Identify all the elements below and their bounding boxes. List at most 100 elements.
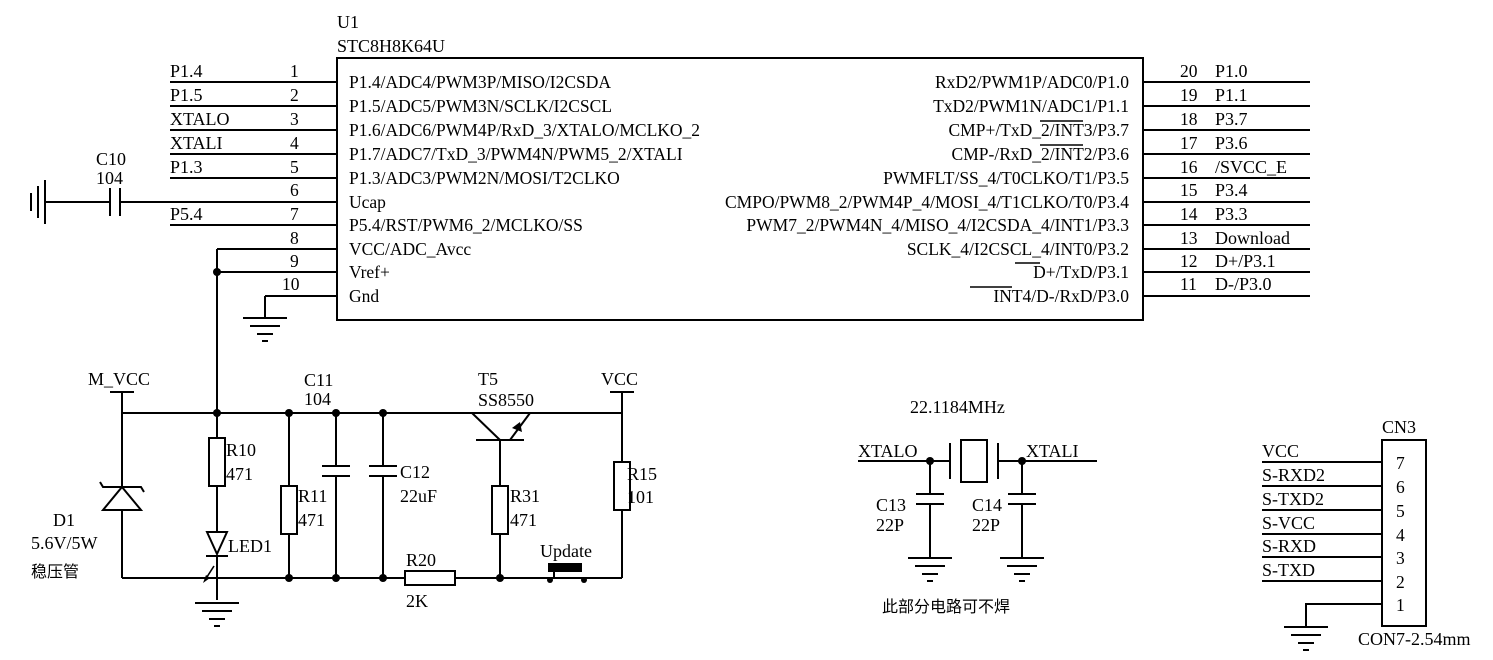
pin-number: 17 — [1180, 133, 1198, 153]
pin-number: 11 — [1180, 274, 1197, 294]
pin-function: CMP-/RxD_2/INT2/P3.6 — [952, 144, 1130, 164]
net-label-download: Download — [1215, 228, 1290, 248]
led1-ref: LED1 — [228, 536, 272, 556]
c13-capacitor — [916, 461, 944, 558]
pin-number: 2 — [290, 85, 299, 105]
pin-function: Gnd — [349, 286, 379, 306]
t5-part: SS8550 — [478, 390, 534, 410]
pin-function: TxD2/PWM1N/ADC1/P1.1 — [933, 96, 1129, 116]
pin-number: 6 — [1396, 477, 1405, 497]
crystal-net-xtali: XTALI — [1026, 441, 1079, 461]
c10-value: 104 — [96, 168, 123, 188]
net-label-p11: P1.1 — [1215, 85, 1248, 105]
u1-right-pin-numbers: 20 19 18 17 16 15 14 13 12 11 — [1180, 61, 1198, 294]
r10-resistor — [208, 413, 226, 532]
pin-number: 18 — [1180, 109, 1198, 129]
c14-ref: C14 — [972, 495, 1002, 515]
u1-part: STC8H8K64U — [337, 36, 445, 56]
ground-symbol — [243, 296, 287, 342]
cn3-part: CON7-2.54mm — [1358, 629, 1471, 649]
u1-left-pin-functions: P1.4/ADC4/PWM3P/MISO/I2CSDA P1.5/ADC5/PW… — [349, 72, 700, 306]
net-label-svcc-e: /SVCC_E — [1215, 157, 1287, 177]
net-label-p33: P3.3 — [1215, 204, 1248, 224]
net-label-s-txd2: S-TXD2 — [1262, 489, 1324, 509]
mvcc-power-symbol — [110, 391, 134, 413]
r15-value: 101 — [627, 487, 654, 507]
crystal-y1 — [858, 439, 1097, 483]
active-low-overbars — [970, 120, 1083, 288]
pin-number: 16 — [1180, 157, 1198, 177]
c13-value: 22P — [876, 515, 904, 535]
pin-number: 8 — [290, 228, 299, 248]
d1-ref: D1 — [53, 510, 75, 530]
r10-ref: R10 — [226, 440, 256, 460]
u1-right-pin-wires — [1143, 81, 1310, 297]
ground-symbol — [30, 180, 46, 224]
ground-symbol — [1284, 626, 1328, 651]
u1-ref: U1 — [337, 12, 359, 32]
pin-number: 9 — [290, 251, 299, 271]
pin-number: 20 — [1180, 61, 1198, 81]
pin-number: 4 — [1396, 525, 1405, 545]
r11-resistor — [280, 413, 298, 578]
c10-ref: C10 — [96, 149, 126, 169]
crystal-note: 此部分电路可不焊 — [882, 597, 1010, 616]
pin-function: P1.3/ADC3/PWM2N/MOSI/T2CLKO — [349, 168, 620, 188]
update-switch[interactable] — [547, 563, 622, 583]
d1-zener-diode — [99, 413, 145, 578]
pin-number: 19 — [1180, 85, 1198, 105]
net-label-p10: P1.0 — [1215, 61, 1248, 81]
junction-dot — [213, 268, 221, 276]
r15-ref: R15 — [627, 464, 657, 484]
t5-ref: T5 — [478, 369, 498, 389]
u1-left-pin-numbers: 1 2 3 4 5 6 7 8 9 10 — [282, 61, 300, 294]
pin-function: P1.7/ADC7/TxD_3/PWM4N/PWM5_2/XTALI — [349, 144, 683, 164]
net-label-s-rxd2: S-RXD2 — [1262, 465, 1325, 485]
c13-ref: C13 — [876, 495, 906, 515]
r20-value: 2K — [406, 591, 428, 611]
mvcc-label: M_VCC — [88, 369, 150, 389]
led1-diode — [203, 531, 229, 600]
update-switch-label: Update — [540, 541, 592, 561]
pin-number: 13 — [1180, 228, 1198, 248]
u1-body — [336, 57, 1144, 321]
c12-value: 22uF — [400, 486, 437, 506]
crystal-net-xtalo: XTALO — [858, 441, 918, 461]
pin-number: 14 — [1180, 204, 1198, 224]
pin-number: 3 — [290, 109, 299, 129]
c10-capacitor — [45, 188, 121, 216]
pin-function: INT4/D-/RxD/P3.0 — [993, 286, 1129, 306]
net-label-p54: P5.4 — [170, 204, 203, 224]
pin-number: 2 — [1396, 572, 1405, 592]
pin-number: 5 — [290, 157, 299, 177]
r11-value: 471 — [298, 510, 325, 530]
pin-number: 1 — [1396, 595, 1405, 615]
r20-resistor — [404, 570, 548, 586]
r10-value: 471 — [226, 464, 253, 484]
r31-ref: R31 — [510, 486, 540, 506]
r31-resistor — [491, 485, 509, 578]
u1-right-net-labels: P1.0 P1.1 P3.7 P3.6 /SVCC_E P3.4 P3.3 Do… — [1215, 61, 1290, 294]
crystal-frequency: 22.1184MHz — [910, 397, 1005, 417]
net-label-p37: P3.7 — [1215, 109, 1248, 129]
net-label-p15: P1.5 — [170, 85, 203, 105]
pin-number: 5 — [1396, 501, 1405, 521]
net-label-s-rxd: S-RXD — [1262, 536, 1316, 556]
net-label-xtalo: XTALO — [170, 109, 230, 129]
c11-ref: C11 — [304, 370, 333, 390]
pin-function: Ucap — [349, 192, 386, 212]
pin-number: 10 — [282, 274, 300, 294]
pin-number: 1 — [290, 61, 299, 81]
u1-right-pin-functions: RxD2/PWM1P/ADC0/P1.0 TxD2/PWM1N/ADC1/P1.… — [725, 72, 1129, 306]
pin-function: P5.4/RST/PWM6_2/MCLKO/SS — [349, 215, 583, 235]
r15-resistor — [613, 461, 631, 578]
net-label-dminus: D-/P3.0 — [1215, 274, 1272, 294]
c11-value: 104 — [304, 389, 331, 409]
net-label-p14: P1.4 — [170, 61, 203, 81]
vcc-label: VCC — [601, 369, 638, 389]
cn3-ref: CN3 — [1382, 417, 1416, 437]
pin-function: CMP+/TxD_2/INT3/P3.7 — [948, 120, 1129, 140]
d1-value: 5.6V/5W — [31, 533, 98, 553]
pin-number: 6 — [290, 180, 299, 200]
